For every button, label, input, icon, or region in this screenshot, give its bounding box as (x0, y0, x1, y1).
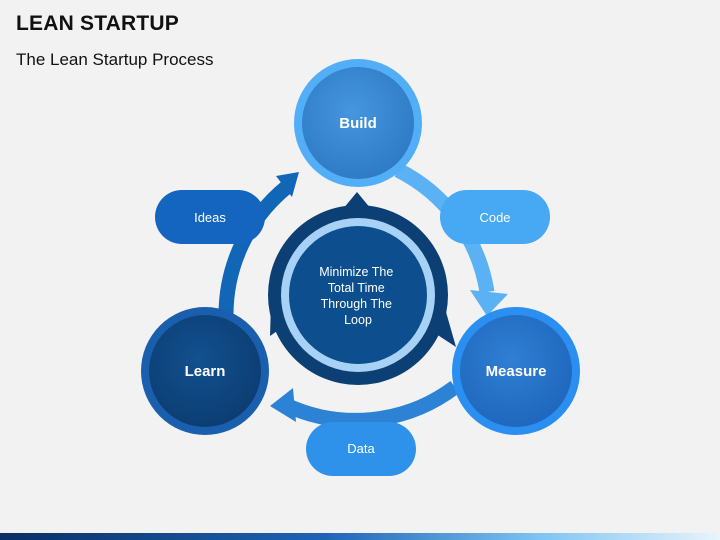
footer-gradient-bar (0, 533, 720, 540)
pill-data: Data (306, 422, 416, 476)
node-learn-label: Learn (185, 363, 226, 380)
node-learn: Learn (141, 307, 269, 435)
pill-code-label: Code (479, 210, 510, 225)
arrow-head-to-learn (270, 388, 296, 422)
pill-ideas-label: Ideas (194, 210, 226, 225)
center-hub: Minimize The Total Time Through The Loop (268, 192, 456, 385)
slide-title: LEAN STARTUP (16, 12, 180, 35)
pill-code: Code (440, 190, 550, 244)
node-measure: Measure (452, 307, 580, 435)
pill-ideas: Ideas (155, 190, 265, 244)
node-build: Build (294, 59, 422, 187)
pill-data-label: Data (347, 441, 375, 456)
node-measure-label: Measure (486, 363, 547, 380)
center-text: Minimize The Total Time Through The Loop (319, 265, 397, 327)
arrow-head-to-measure (470, 290, 508, 316)
arrow-head-to-build (276, 172, 299, 197)
hub-pointer-right (430, 305, 456, 347)
arc-measure-to-learn (270, 380, 460, 428)
node-build-label: Build (339, 115, 377, 132)
slide-subtitle: The Lean Startup Process (16, 50, 214, 69)
